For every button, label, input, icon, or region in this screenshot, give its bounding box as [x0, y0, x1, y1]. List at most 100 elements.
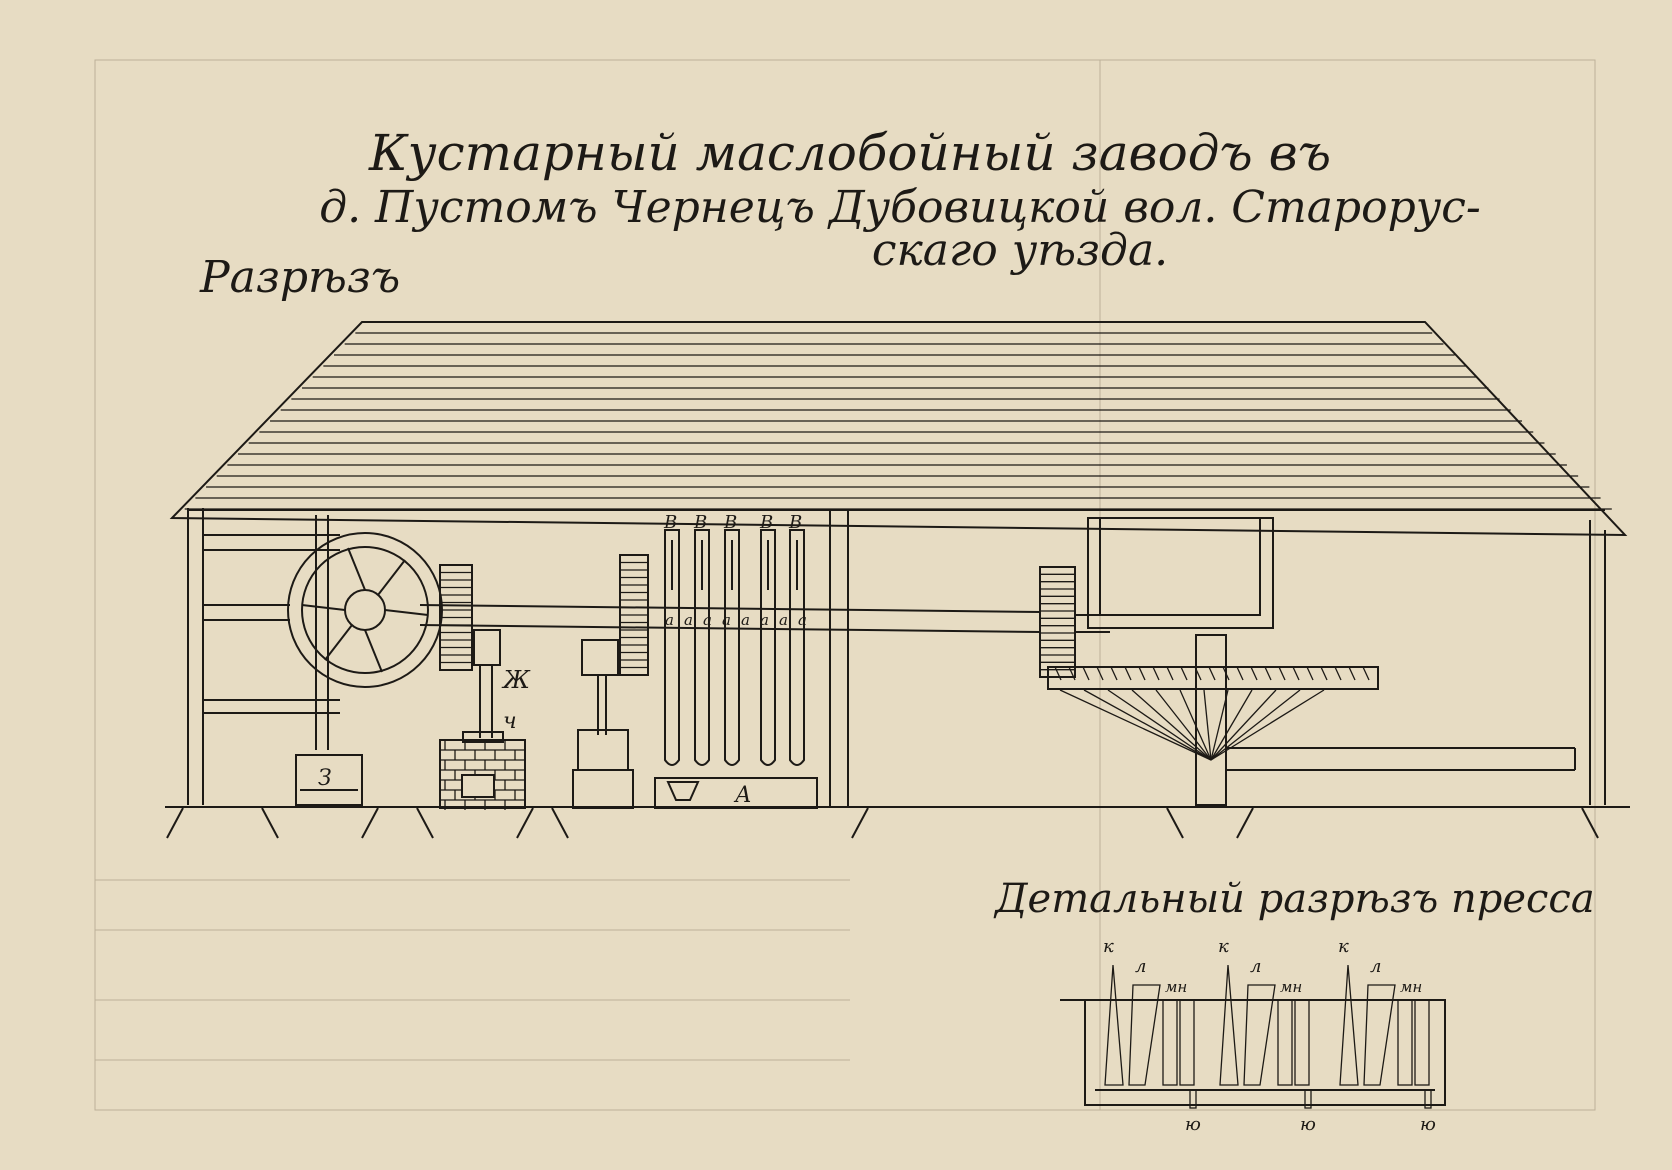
floor-support [261, 807, 279, 839]
wedge-k [1339, 964, 1359, 1086]
shaft-cam-label: а [684, 611, 693, 629]
crown-tooth [1250, 666, 1258, 681]
crown-tooth [1124, 666, 1132, 681]
label-ch: ч [503, 709, 517, 734]
plate-n [1414, 999, 1430, 1086]
detail-label-mn: мн [1280, 978, 1302, 996]
plate-m [1397, 999, 1413, 1086]
crown-tooth [1180, 666, 1188, 681]
label-zh: Ж [501, 666, 531, 694]
press-spoke [1107, 689, 1212, 761]
crown-tooth [1068, 666, 1076, 681]
wedge-l [1243, 984, 1276, 1086]
detail-label-mn: мн [1165, 978, 1187, 996]
drain [1304, 1089, 1312, 1109]
crown-tooth [1334, 666, 1342, 681]
detail-label-k: к [1338, 936, 1349, 957]
shaft-cam-label: а [665, 611, 674, 629]
floor-support [551, 807, 569, 839]
stamp-label: В [723, 512, 737, 533]
crown-tooth [1348, 666, 1356, 681]
shaft-cam-label: а [741, 611, 750, 629]
press-crown-gear [1047, 634, 1576, 806]
crown-tooth [1320, 666, 1328, 681]
label-z: З [318, 766, 332, 791]
pestle-body [724, 529, 740, 766]
detail-label-bottom: ю [1420, 1114, 1436, 1135]
title-line-2: д. Пустомъ Чернецъ Дубовицкой вол. Старо… [319, 182, 1481, 233]
detail-label-k: к [1218, 936, 1229, 957]
crown-tooth [1082, 666, 1090, 681]
label-a: А [733, 783, 752, 808]
press-spoke [1059, 689, 1212, 761]
crown-tooth [1362, 666, 1370, 681]
pestle-body [760, 529, 776, 766]
floor-support [166, 807, 184, 839]
stamp-mill [654, 529, 818, 809]
title-line-3: скаго уѣзда. [872, 225, 1168, 276]
crown-tooth [1138, 666, 1146, 681]
stamp-label: В [663, 512, 677, 533]
crown-tooth [1278, 666, 1286, 681]
floor-support [1236, 807, 1254, 839]
plate-n [1294, 999, 1310, 1086]
building-frame [165, 508, 1630, 839]
stamp-label: В [693, 512, 707, 533]
drive-wheel [287, 532, 443, 688]
crown-tooth [1110, 666, 1118, 681]
drain [1189, 1089, 1197, 1109]
stamp-label: В [788, 512, 802, 533]
press-spoke [1131, 689, 1212, 761]
detail-label-l: л [1250, 956, 1261, 977]
pinion-gear-2 [572, 554, 649, 809]
detail-label-bottom: ю [1300, 1114, 1316, 1135]
stamp-label: В [759, 512, 773, 533]
shaft-cam-label: а [798, 611, 807, 629]
press-spoke [1210, 689, 1301, 761]
crown-tooth [1264, 666, 1272, 681]
crown-tooth [1054, 666, 1062, 681]
press-spoke [1155, 689, 1212, 761]
detail-label-l: л [1370, 956, 1381, 977]
roof [169, 321, 1628, 537]
detail-label: Детальный разрѣзъ пресса [993, 876, 1595, 922]
press-spoke [1210, 689, 1253, 761]
crown-tooth [1208, 666, 1216, 681]
wedge-k [1104, 964, 1124, 1086]
box-z [295, 754, 363, 806]
press-spoke [1203, 689, 1212, 761]
section-label: Разрѣзъ [199, 252, 400, 303]
press-gear [1039, 517, 1274, 678]
press-spoke [1210, 689, 1277, 761]
shaft-cam-label: а [722, 611, 731, 629]
floor-support [361, 807, 379, 839]
pestle-body [664, 529, 680, 766]
plate-m [1162, 999, 1178, 1086]
stamp-pestle [789, 529, 805, 766]
furnace [439, 665, 526, 810]
wheel-frame [203, 515, 340, 750]
crown-tooth [1236, 666, 1244, 681]
title-line-1: Кустарный маслобойный заводъ въ [368, 124, 1331, 182]
crown-tooth [1152, 666, 1160, 681]
pestle-body [789, 529, 805, 766]
plate-m [1277, 999, 1293, 1086]
floor-support [851, 807, 869, 839]
stamp-pestle [760, 529, 776, 766]
stamp-pestle [724, 529, 740, 766]
pinion-gear-1 [439, 564, 501, 671]
detail-label-k: к [1103, 936, 1114, 957]
drain [1424, 1089, 1432, 1109]
stamp-pestle [694, 529, 710, 766]
press-spoke [1083, 689, 1212, 761]
detail-label-mn: мн [1400, 978, 1422, 996]
shaft-cam-label: а [760, 611, 769, 629]
shaft-cam-label: а [779, 611, 788, 629]
wedge-l [1128, 984, 1161, 1086]
pestle-body [694, 529, 710, 766]
floor-support [516, 807, 534, 839]
stamp-pestle [664, 529, 680, 766]
press-spoke [1210, 689, 1325, 761]
crown-tooth [1306, 666, 1314, 681]
